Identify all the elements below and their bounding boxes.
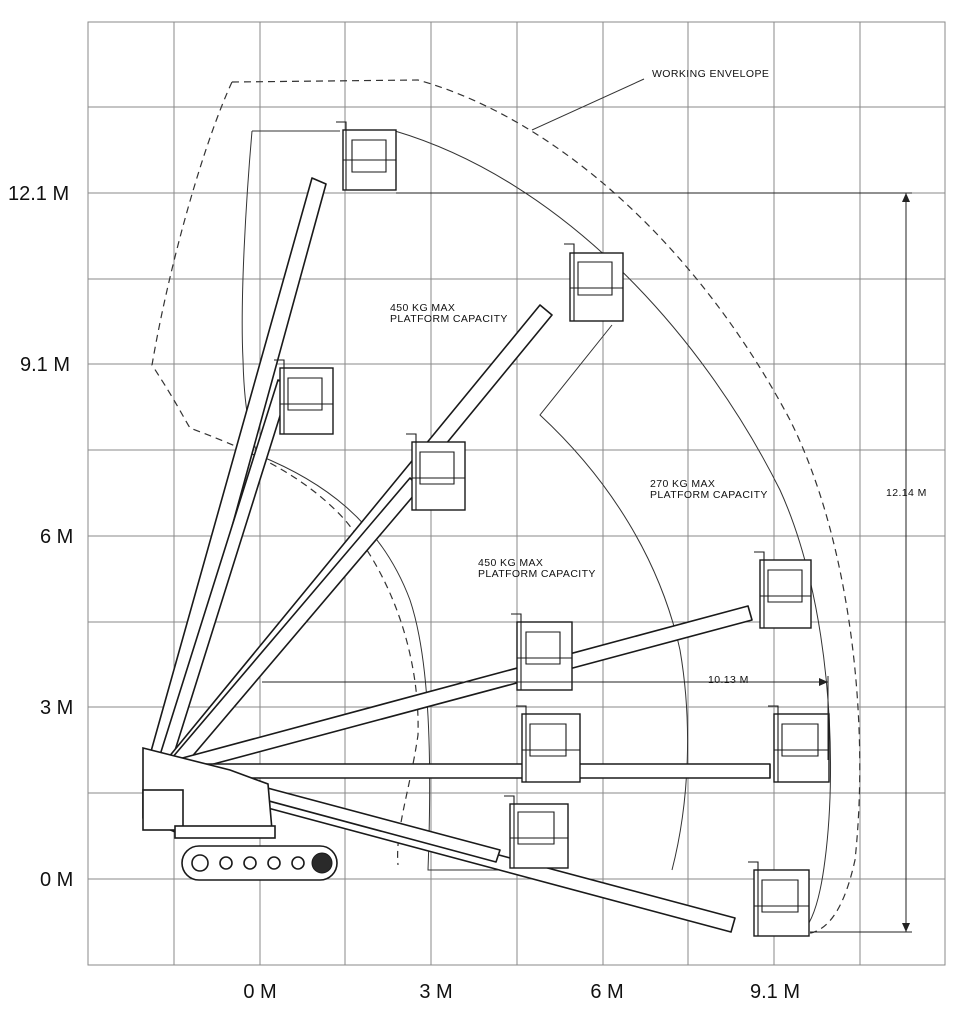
platforms [274, 121, 830, 937]
platform-basket-center [511, 613, 573, 691]
zone-upper-capacity-line2: PLATFORM CAPACITY [390, 313, 508, 325]
platform-basket-top [336, 121, 397, 191]
crawler-chassis [142, 746, 338, 881]
capacity-zone-outer [252, 130, 831, 935]
grid-frame [87, 21, 946, 966]
zone-outer-capacity-line2: PLATFORM CAPACITY [650, 489, 768, 501]
working-envelope-label: WORKING ENVELOPE [652, 68, 769, 80]
crawler-track [181, 845, 338, 881]
zone-lower-capacity-line2: PLATFORM CAPACITY [478, 568, 596, 580]
platform-basket-mid [406, 433, 466, 511]
boom-horizontal [179, 763, 771, 779]
x-tick-6: 6 M [590, 981, 623, 1003]
platform-basket-outer-mid [768, 705, 830, 783]
counterweight [142, 789, 184, 831]
x-axis-labels: 0 M 3 M 6 M 9.1 M [243, 981, 800, 1003]
outreach-dimension [262, 676, 829, 760]
envelope-pointer [531, 78, 645, 131]
zone-outer-capacity-line1: 270 KG MAX [650, 478, 715, 490]
y-tick-0: 0 M [40, 869, 73, 891]
max-height-dimension-label: 12.14 M [886, 487, 927, 499]
platform-basket-outer-low [748, 861, 810, 937]
y-tick-12-1: 12.1 M [8, 183, 69, 205]
track-rollers [191, 852, 333, 874]
y-tick-3: 3 M [40, 697, 73, 719]
y-tick-6: 6 M [40, 526, 73, 548]
platform-basket-mid-left [274, 359, 334, 435]
slew-ring [174, 825, 276, 839]
platform-basket-below-center [504, 795, 569, 869]
x-tick-9-1: 9.1 M [750, 981, 800, 1003]
platform-basket-outer-upper [754, 551, 812, 629]
zone-lower-capacity-line1: 450 KG MAX [478, 557, 543, 569]
x-tick-3: 3 M [419, 981, 452, 1003]
platform-basket-center-low [516, 705, 581, 783]
y-tick-9-1: 9.1 M [20, 354, 70, 376]
max-outreach-dimension-label: 10.13 M [708, 674, 749, 686]
height-dimension [396, 192, 912, 933]
zone-upper-capacity-line1: 450 KG MAX [390, 302, 455, 314]
boom-positions [149, 177, 771, 933]
grid [88, 22, 945, 965]
y-axis-labels: 12.1 M 9.1 M 6 M 3 M 0 M [8, 183, 73, 891]
working-envelope-curve [151, 79, 861, 935]
x-tick-0: 0 M [243, 981, 276, 1003]
boom-shallow [174, 605, 753, 774]
platform-basket-upper-right [564, 243, 624, 322]
